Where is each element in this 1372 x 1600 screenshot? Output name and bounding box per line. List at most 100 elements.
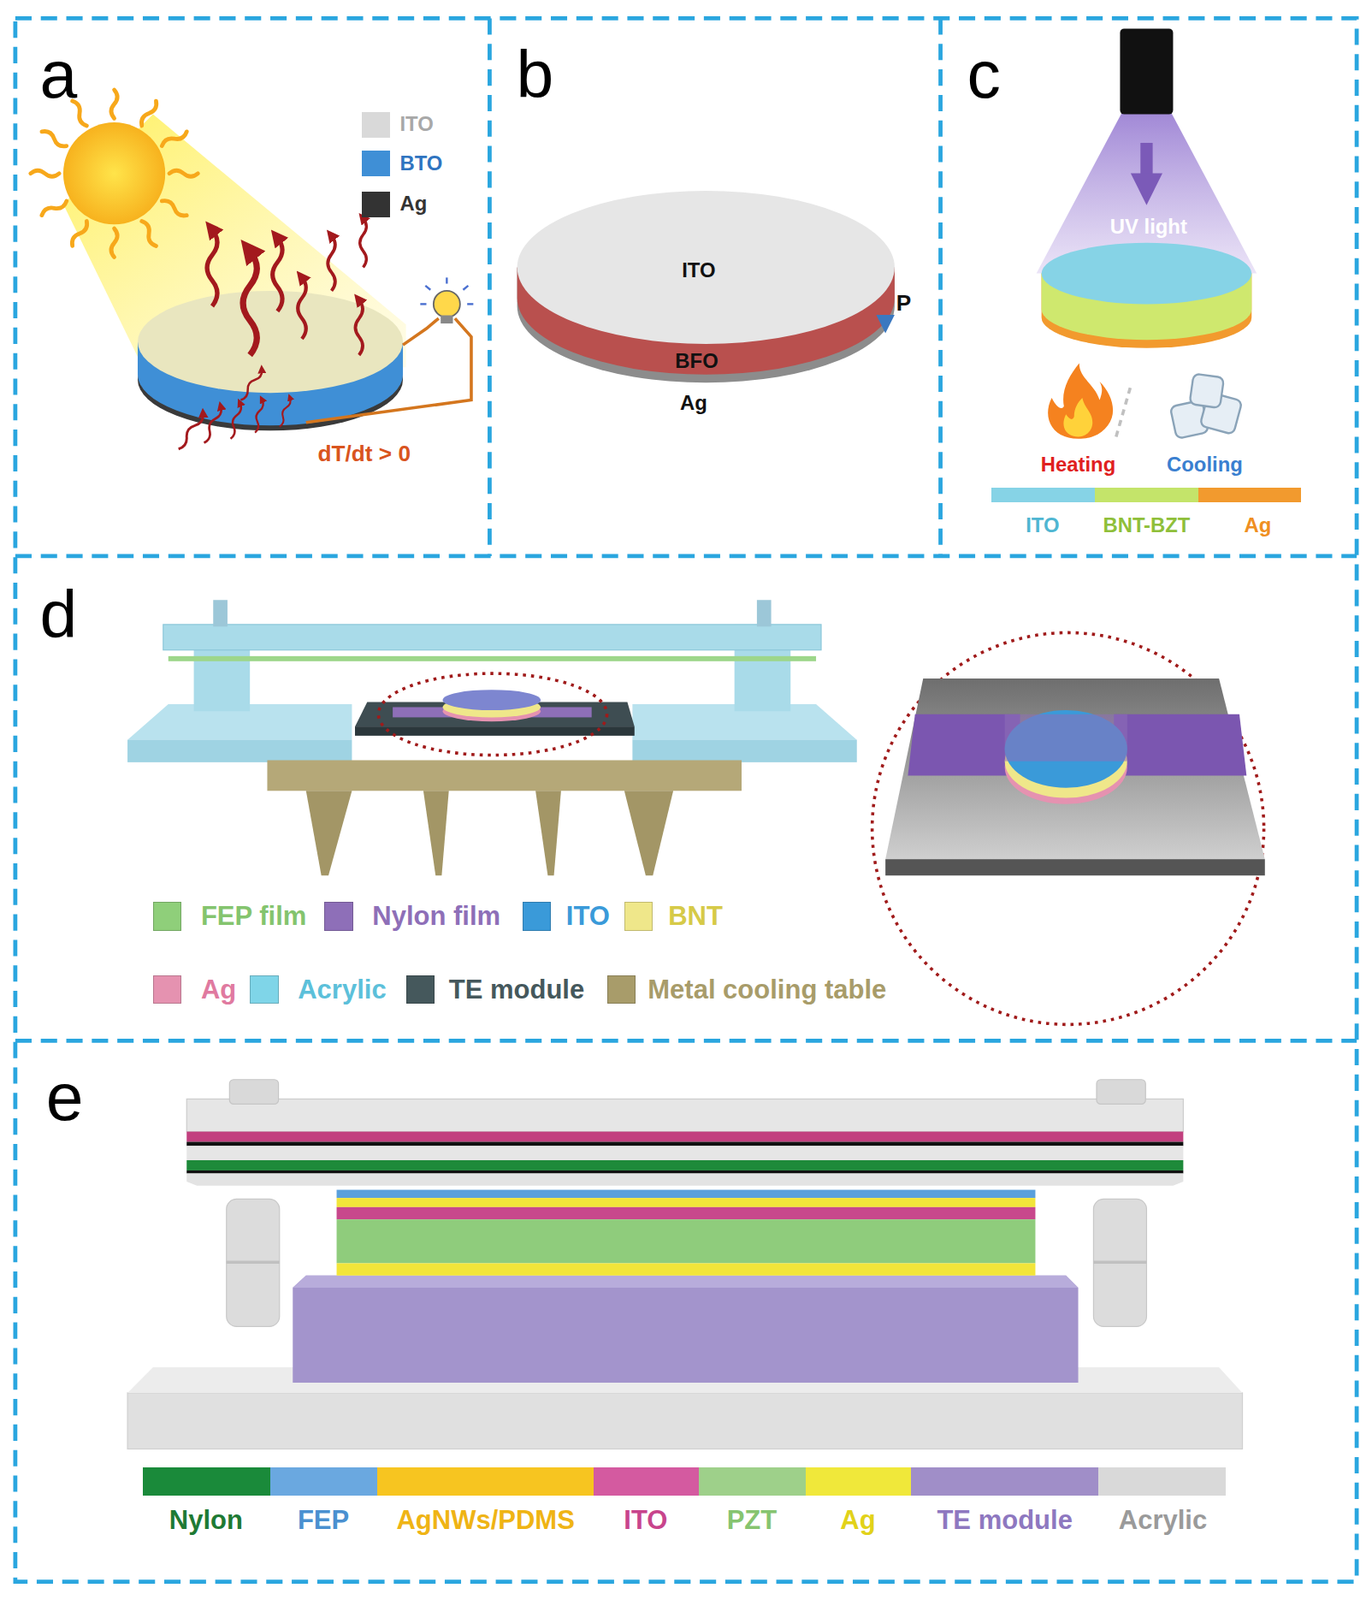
acrylic-bar — [186, 1098, 1183, 1131]
legend-swatch — [1098, 1466, 1226, 1496]
post-ring — [1093, 1259, 1147, 1264]
nylon-film — [1005, 714, 1128, 762]
legend-swatch — [324, 901, 353, 930]
legend-text: BNT-BZT — [1102, 514, 1190, 537]
wire — [306, 318, 472, 423]
outer-border — [15, 17, 1357, 1581]
panel-letter: c — [967, 41, 1001, 109]
te-plate — [885, 678, 1266, 859]
figure-panel: e — [15, 1040, 1357, 1581]
panel-b-illustration — [517, 190, 895, 383]
ice-icon — [1170, 373, 1242, 439]
agnws-layer — [186, 1170, 1183, 1174]
heat-wave-arrow — [297, 277, 307, 339]
ito-top — [443, 689, 541, 710]
ito-top — [517, 190, 895, 344]
acrylic-plate — [632, 739, 857, 763]
post — [226, 1198, 280, 1326]
legend-swatch — [1094, 487, 1200, 503]
part-label: ITO — [681, 259, 716, 282]
legend-swatch — [991, 487, 1095, 503]
post — [1093, 1198, 1147, 1326]
glow-ray — [462, 285, 468, 290]
legend-text: TE module — [449, 975, 585, 1005]
sun-rays — [30, 89, 199, 258]
ito-top — [1005, 709, 1128, 788]
legend-swatch — [249, 975, 278, 1004]
separator — [1114, 387, 1130, 441]
screw — [756, 599, 772, 627]
sun-ray — [40, 198, 68, 219]
ito-layer — [337, 1206, 1036, 1219]
legend-text: Acrylic — [297, 975, 386, 1005]
heat-wave-arrow — [228, 402, 243, 440]
bolt-head — [1096, 1079, 1146, 1105]
ag-layer — [337, 1262, 1036, 1275]
figure-panel: d — [15, 555, 1357, 1041]
flame-outer — [1047, 363, 1113, 439]
legend-swatch — [142, 1466, 271, 1496]
acrylic-base — [127, 1392, 1242, 1449]
legend-swatch — [361, 112, 390, 138]
uv-arrow — [1140, 142, 1153, 180]
te-plate-edge — [885, 858, 1266, 876]
heat-wave-arrow — [242, 250, 257, 355]
glow-ray — [445, 277, 448, 284]
wires — [306, 318, 472, 423]
legend-swatch — [593, 1466, 699, 1496]
legend-text: ITO — [566, 901, 610, 931]
part-label: Ag — [680, 391, 708, 414]
panel-borders — [15, 17, 1357, 1581]
fep-film — [168, 656, 817, 662]
agnws-layer — [186, 1141, 1183, 1147]
sun-ray — [139, 99, 160, 127]
legend-swatch — [1198, 487, 1301, 503]
legend-text: Ag — [399, 192, 427, 215]
legend-swatch — [607, 975, 636, 1004]
divider — [487, 17, 492, 556]
flame-icon — [1047, 363, 1113, 439]
legend-text: TE module — [936, 1505, 1072, 1535]
legend-text: ITO — [399, 112, 433, 136]
panel-letter: b — [515, 41, 554, 109]
sun-ray — [111, 228, 118, 257]
heat-wave-arrow — [206, 229, 218, 306]
ito-top — [1041, 242, 1253, 305]
uv-lamp — [1119, 28, 1173, 114]
fep-layer — [337, 1189, 1036, 1199]
te-module — [292, 1275, 1078, 1383]
heat-wave-arrow — [253, 399, 265, 434]
part-label: P — [896, 290, 912, 316]
legend-text: FEP film — [201, 901, 307, 931]
flame-inner — [1063, 397, 1093, 437]
ito-layer — [186, 1131, 1183, 1142]
part-label: Heating — [1040, 453, 1116, 476]
legend-swatch — [698, 1466, 806, 1496]
heat-wave-arrow — [327, 235, 336, 290]
ice-cube — [1189, 373, 1225, 409]
legend-text: AgNWs/PDMS — [396, 1505, 574, 1535]
legend-swatch — [406, 975, 435, 1004]
heat-wave-arrow — [176, 412, 206, 451]
part-label: UV light — [1110, 215, 1188, 238]
heat-wave-arrow — [272, 237, 283, 312]
glow-ray — [419, 302, 426, 305]
sun-ray — [160, 129, 189, 149]
sun-ray — [160, 198, 189, 219]
light-bulb — [419, 277, 474, 324]
part-label: dT/dt > 0 — [317, 441, 411, 467]
glow-ray — [425, 285, 431, 290]
sun — [63, 122, 166, 225]
heat-wave-arrow — [360, 218, 367, 267]
heat-wave-arrow — [277, 396, 293, 427]
panel-d-illustration — [127, 599, 1266, 1024]
ito-top — [137, 290, 403, 393]
heat-wave-arrow — [201, 405, 224, 444]
legend-text: Nylon — [169, 1505, 243, 1535]
legend-swatch — [805, 1466, 911, 1496]
table-leg — [306, 790, 353, 876]
nylon-film — [907, 714, 1020, 776]
